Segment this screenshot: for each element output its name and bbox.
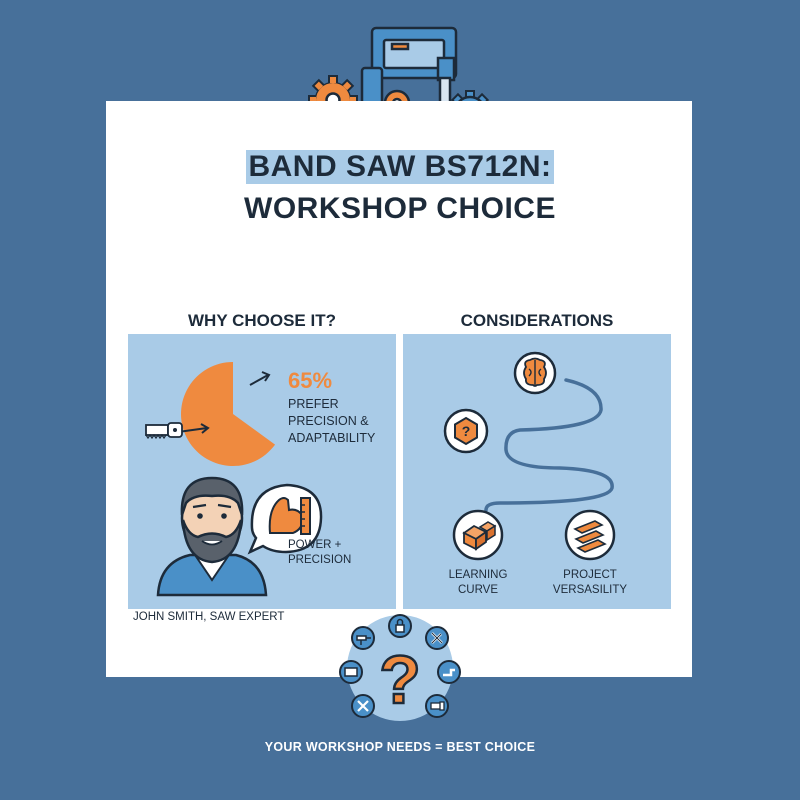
avatar	[156, 476, 268, 597]
vise-icon	[339, 660, 363, 684]
grinder-icon	[437, 660, 461, 684]
svg-text:?: ?	[462, 423, 471, 439]
consideration-label-learning: LEARNING CURVE	[448, 569, 508, 596]
stat-caption: PREFER PRECISION & ADAPTABILITY	[288, 397, 376, 445]
saw-icon	[145, 422, 183, 440]
pointer-arrow	[249, 374, 269, 386]
lock-icon	[388, 614, 412, 638]
consideration-label-project: PROJECT VERSASILITY	[552, 569, 628, 596]
drill-icon	[351, 626, 375, 650]
svg-text:?: ?	[379, 642, 421, 718]
pie-slice-prefer	[181, 362, 276, 466]
page-title: BAND SAW BS712N: WORKSHOP CHOICE	[0, 150, 800, 226]
footer-text: YOUR WORKSHOP NEEDS = BEST CHOICE	[264, 740, 536, 754]
stat-value: 65%	[288, 368, 333, 393]
pie-chart	[181, 362, 276, 466]
pointer-arrow-head	[261, 371, 271, 382]
planks-icon	[564, 509, 616, 561]
section-heading-why: WHY CHOOSE IT?	[188, 311, 336, 330]
wood-blocks-icon	[452, 509, 504, 561]
question-mark-icon: ?	[378, 641, 422, 720]
bubble-caption: POWER + PRECISION	[288, 539, 352, 566]
saw-icon	[425, 694, 449, 718]
brain-icon	[513, 351, 557, 395]
screwdriver-icon	[351, 694, 375, 718]
question-hexagon-icon: ?	[443, 408, 489, 454]
muscle-ruler-icon	[268, 497, 311, 535]
wrench-icon	[425, 626, 449, 650]
pointer-arrow-head	[200, 423, 210, 434]
expert-name: JOHN SMITH, SAW EXPERT	[133, 611, 285, 623]
title-line-1: BAND SAW BS712N:	[246, 150, 554, 184]
title-line-2: WORKSHOP CHOICE	[244, 192, 556, 225]
speech-bubble	[247, 483, 323, 555]
section-heading-considerations: CONSIDERATIONS	[460, 311, 614, 330]
considerations-path	[484, 378, 614, 512]
